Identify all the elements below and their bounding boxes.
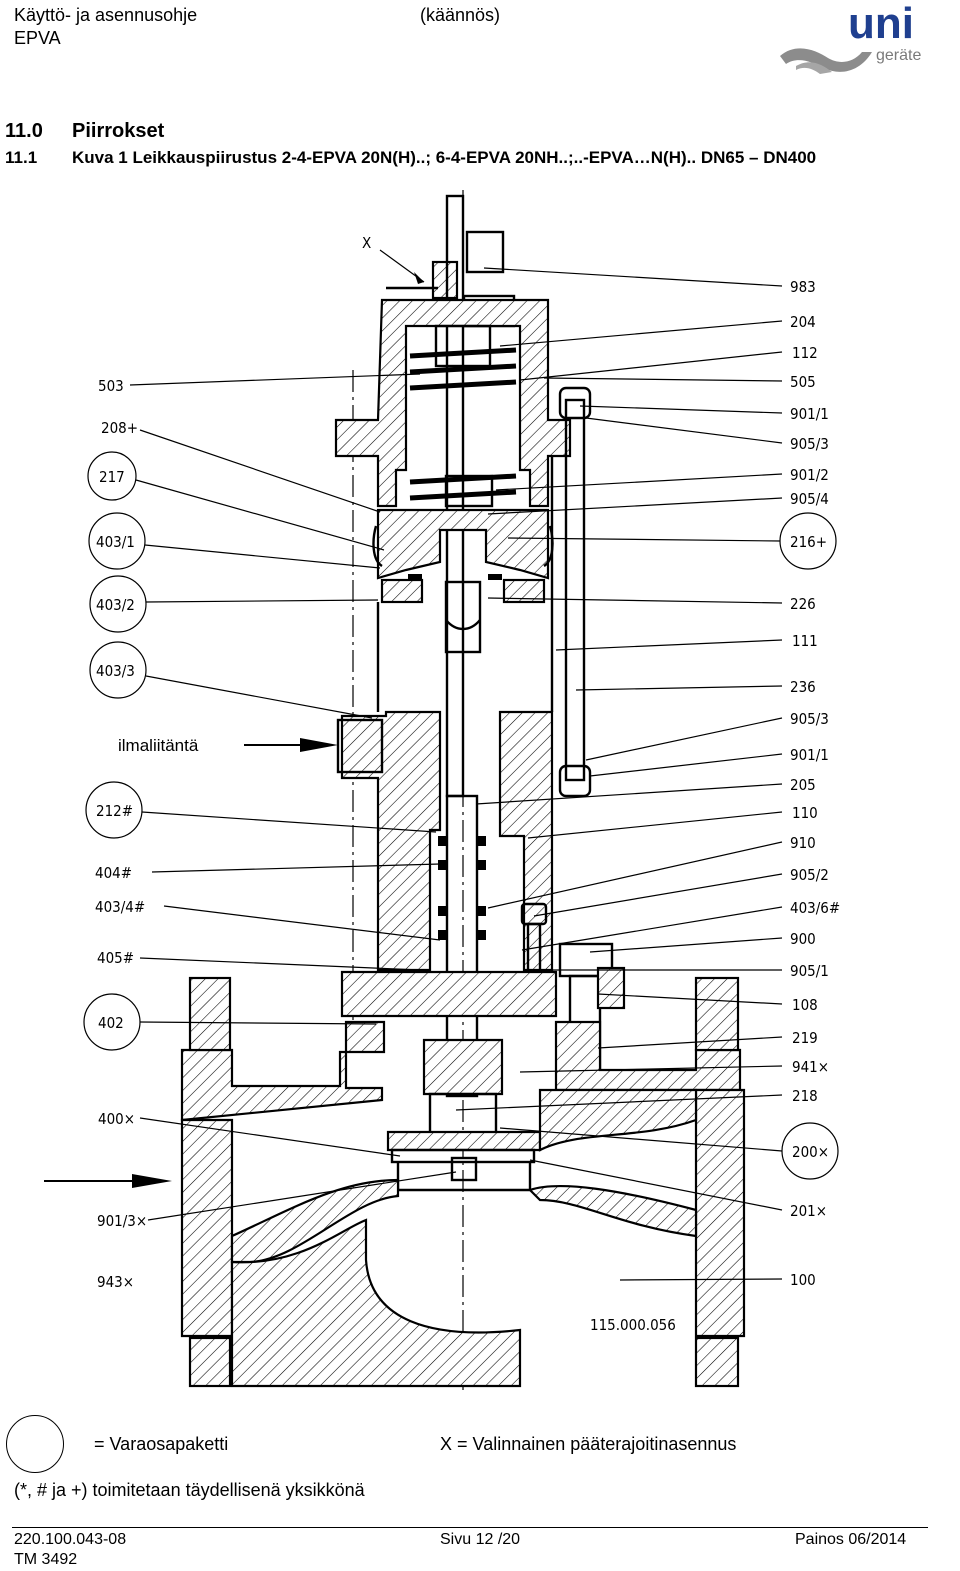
label-943: 943× [97,1273,134,1291]
label-404: 404# [95,864,132,882]
label-100: 100 [790,1271,816,1289]
label-901-1b: 901/1 [790,746,829,764]
marker-x: X [362,234,371,252]
diaphragm-plate [376,508,550,580]
valve-stem [445,794,479,1098]
label-110: 110 [792,804,818,822]
label-111: 111 [792,632,818,650]
label-983: 983 [790,278,816,296]
label-900: 900 [790,930,816,948]
label-941: 941× [792,1058,829,1076]
legend-x: X = Valinnainen pääterajoitinasennus [440,1434,737,1454]
plug-guide [422,1038,504,1096]
section-number: 11.0 [5,120,43,142]
label-226: 226 [790,595,816,613]
flange-bottom-left [188,1336,232,1388]
label-905-2: 905/2 [790,866,829,884]
logo-subtext: geräte [876,47,921,64]
flange-bottom-right [694,1336,740,1388]
right-labels: 983 204 112 505 901/1 905/3 901/2 905/4 … [455,267,840,1334]
bonnet-flange [340,970,558,1018]
footer-rule [12,1527,928,1528]
label-901-3: 901/3× [97,1212,147,1230]
label-205: 205 [790,776,816,794]
label-236: 236 [790,678,816,696]
label-901-1: 901/1 [790,405,829,423]
spare-kit-circle-403-2 [89,575,147,633]
doc-number: 220.100.043-08 [14,1531,127,1548]
label-905-3b: 905/3 [790,710,829,728]
section-title: Piirrokset [72,120,165,142]
drawing-number: 115.000.056 [590,1316,676,1334]
body-upper-left [180,1020,386,1122]
limit-stop-nut [465,230,505,274]
yoke-left [340,710,442,972]
label-905-1: 905/1 [790,962,829,980]
label-219: 219 [792,1029,818,1047]
label-212: 212# [96,802,133,820]
sectional-drawing: X 503 208+ 217 403/1 403/2 403/3 ilmalii… [44,190,840,1390]
subsection-number: 11.1 [5,148,38,167]
label-901-2: 901/2 [790,466,829,484]
label-403-3: 403/3 [96,662,135,680]
label-905-4: 905/4 [790,490,829,508]
label-405: 405# [97,949,134,967]
uni-geraete-logo: uni geräte [776,0,926,78]
label-217: 217 [99,468,125,486]
packing-rings [438,836,486,940]
label-505: 505 [790,373,816,391]
spare-kit-circle-403-1 [88,512,146,570]
edition: Painos 06/2014 [795,1531,907,1548]
label-403-6: 403/6# [790,899,840,917]
label-204: 204 [790,313,816,331]
spring-housing [334,298,572,508]
flange-top-left [188,976,232,1052]
label-910: 910 [790,834,816,852]
spare-kit-circle-212 [85,781,143,839]
left-labels: 503 208+ 217 403/1 403/2 403/3 ilmaliitä… [83,373,457,1291]
spare-kit-circle-217 [87,451,137,501]
legend-note: (*, # ja +) toimitetaan täydellisenä yks… [14,1480,365,1500]
legend-spare-kit: = Varaosapaketti [94,1434,229,1454]
label-400: 400× [98,1110,135,1128]
document-title: Käyttö- ja asennusohje [14,5,198,25]
label-403-1: 403/1 [96,533,135,551]
page-number: Sivu 12 /20 [440,1531,521,1548]
yoke-right [498,710,554,972]
label-200: 200× [792,1143,829,1161]
label-905-3: 905/3 [790,435,829,453]
label-216: 216+ [790,533,827,551]
tm-number: TM 3492 [14,1551,78,1568]
springs [409,347,517,501]
logo-wordmark: uni [848,2,914,48]
tie-rod [564,398,586,782]
spare-kit-legend-circle [6,1415,64,1473]
valve-plug [386,1130,542,1152]
flange-top-right [694,976,740,1052]
translation-note: (käännös) [420,5,501,25]
spare-kit-circle-403-3 [89,641,147,699]
label-218: 218 [792,1087,818,1105]
label-503: 503 [98,377,124,395]
label-403-4: 403/4# [95,898,145,916]
label-402: 402 [98,1014,124,1032]
label-403-2: 403/2 [96,596,135,614]
air-connection-label: ilmaliitäntä [118,736,199,755]
label-201: 201× [790,1202,827,1220]
label-208: 208+ [101,419,138,437]
product-name: EPVA [14,28,61,48]
body-lower [230,1218,522,1388]
label-112: 112 [792,344,818,362]
label-108: 108 [792,996,818,1014]
subsection-title: Kuva 1 Leikkauspiirustus 2-4-EPVA 20N(H)… [72,148,817,167]
